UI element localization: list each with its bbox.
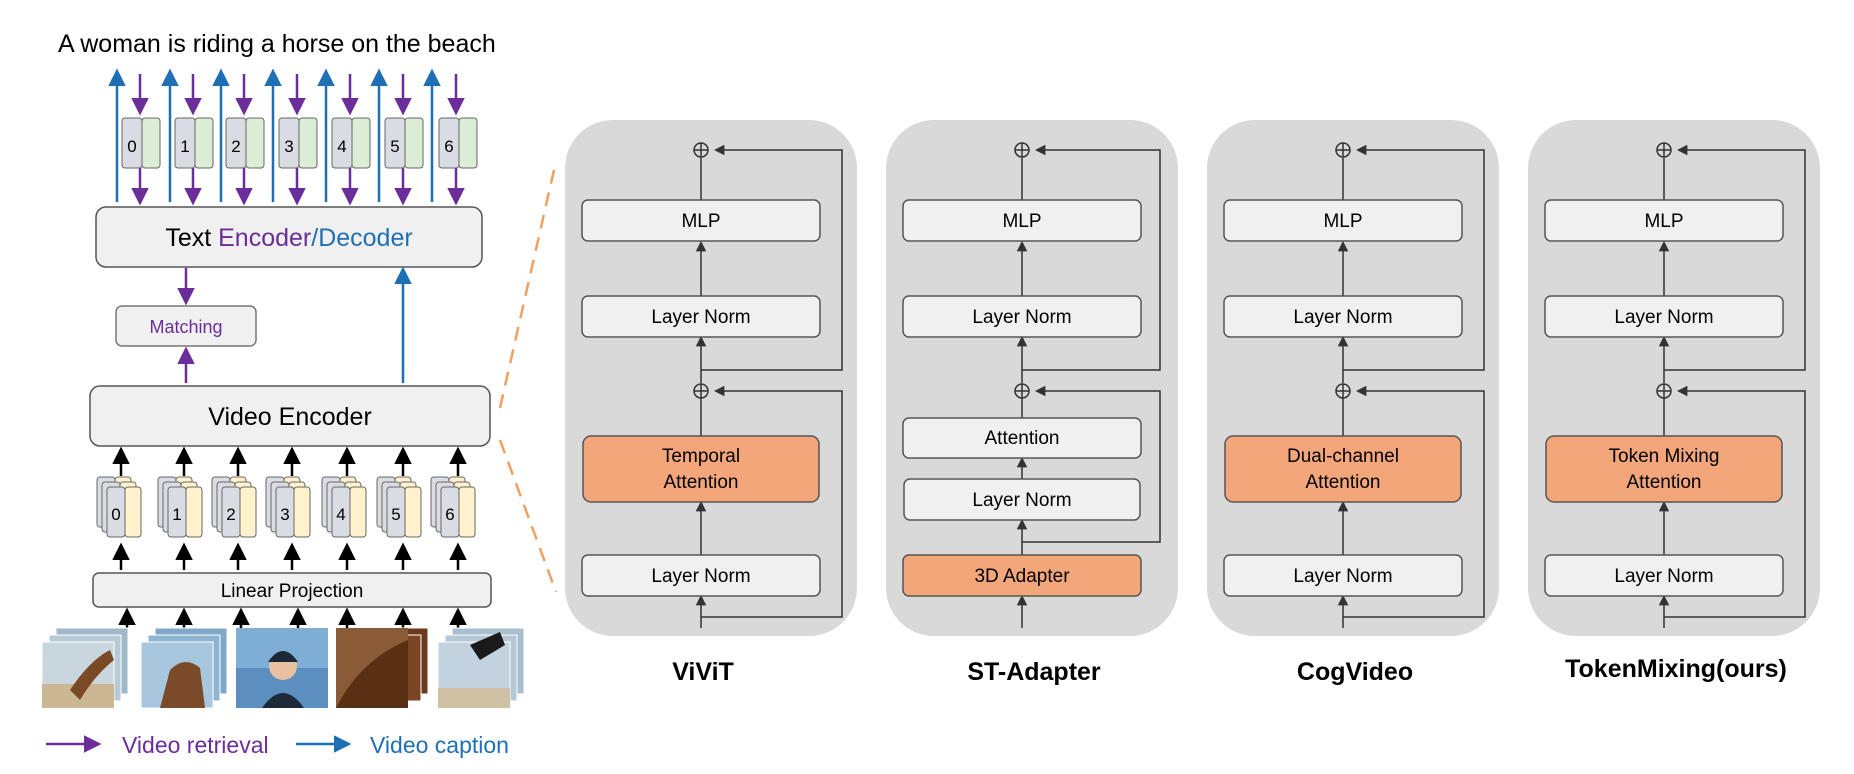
text-token: 1	[174, 117, 214, 169]
text-token: 3	[278, 117, 318, 169]
matching-box	[115, 305, 257, 347]
text-tokens: 0 1 2 3 4 5 6	[121, 117, 478, 169]
mlp-label: MLP	[1002, 211, 1041, 232]
token-number: 2	[226, 505, 235, 524]
video-encoder-box	[89, 385, 491, 447]
text-token: 6	[438, 117, 478, 169]
video-patch-stack: 4	[321, 476, 367, 538]
layer-norm-label: Layer Norm	[1293, 566, 1392, 587]
layer-norm-label: Layer Norm	[1614, 307, 1713, 328]
legend-retrieval-label: Video retrieval	[122, 732, 269, 758]
layer-norm-label: Layer Norm	[651, 307, 750, 328]
video-patches: 0 1 2 3 4 5 6	[96, 476, 476, 538]
panel-title: ST-Adapter	[967, 658, 1101, 686]
top-arrows	[108, 68, 465, 206]
adapter-label: 3D Adapter	[974, 566, 1070, 587]
token-number: 0	[127, 137, 136, 156]
mlp-label: MLP	[681, 211, 720, 232]
video-patch-stack: 5	[376, 476, 422, 538]
zoom-connector	[498, 169, 558, 593]
panel-title: CogVideo	[1297, 658, 1413, 686]
token-number: 4	[337, 137, 346, 156]
token-number: 3	[284, 137, 293, 156]
layer-norm-label: Layer Norm	[1293, 307, 1392, 328]
video-frame-stack	[41, 627, 129, 709]
token-number: 2	[231, 137, 240, 156]
video-patch-stack: 2	[211, 476, 257, 538]
token-number: 5	[390, 137, 399, 156]
panel-st-adapter: MLP Layer Norm Attention Layer Norm 3D A…	[886, 120, 1178, 686]
video-frame-stack	[336, 627, 429, 708]
token-number: 3	[280, 505, 289, 524]
mlp-label: MLP	[1323, 211, 1362, 232]
text-token: 4	[331, 117, 371, 169]
legend-caption-label: Video caption	[370, 732, 509, 758]
video-frame-stack	[437, 627, 525, 709]
layer-norm-label: Layer Norm	[972, 307, 1071, 328]
token-number: 0	[111, 505, 120, 524]
legend: Video retrieval Video caption	[46, 732, 509, 758]
text-encoder-decoder-label: Text Encoder/Decoder	[165, 224, 412, 252]
text-token: 2	[225, 117, 265, 169]
token-number: 6	[444, 137, 453, 156]
panel-title: TokenMixing(ours)	[1565, 655, 1787, 683]
video-frame	[236, 628, 328, 708]
matching-label: Matching	[149, 317, 222, 337]
layer-norm-label: Layer Norm	[651, 566, 750, 587]
linear-projection-label: Linear Projection	[221, 581, 364, 602]
layer-norm-label: Layer Norm	[972, 490, 1071, 511]
attention-label: Attention	[985, 428, 1060, 449]
token-number: 6	[445, 505, 454, 524]
token-number: 1	[180, 137, 189, 156]
video-frames	[41, 627, 525, 709]
mlp-label: MLP	[1644, 211, 1683, 232]
token-number: 4	[336, 505, 345, 524]
video-patch-stack: 0	[96, 476, 142, 538]
video-patch-stack: 6	[430, 476, 476, 538]
patch-arrows	[112, 446, 467, 570]
video-frame-stack	[140, 627, 228, 709]
video-encoder-label: Video Encoder	[208, 403, 372, 431]
token-number: 1	[172, 505, 181, 524]
text-encoder-decoder-box	[95, 206, 483, 268]
token-number: 5	[391, 505, 400, 524]
panel-title: ViViT	[672, 658, 734, 686]
linear-projection-box	[92, 572, 492, 608]
text-token: 5	[384, 117, 424, 169]
layer-norm-label: Layer Norm	[1614, 566, 1713, 587]
video-patch-stack: 3	[265, 476, 311, 538]
text-token: 0	[121, 117, 161, 169]
video-patch-stack: 1	[157, 476, 203, 538]
caption-text: A woman is riding a horse on the beach	[58, 30, 496, 58]
